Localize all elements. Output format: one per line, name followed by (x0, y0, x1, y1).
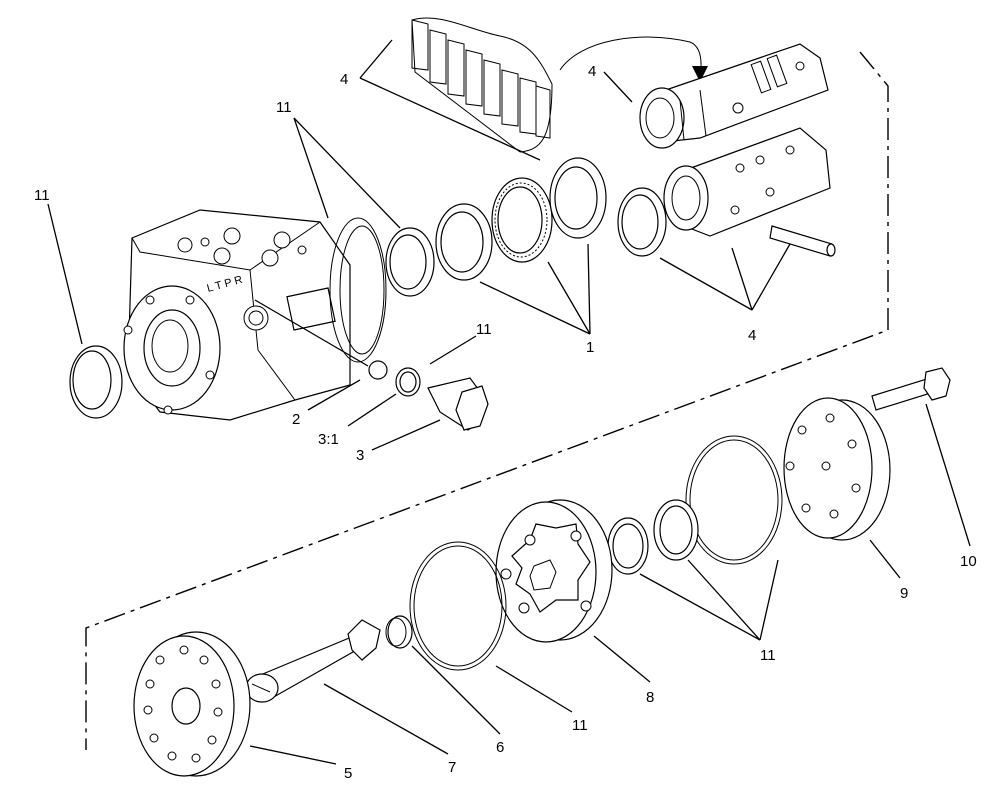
drive-shaft (245, 619, 381, 703)
small-seal-a (653, 499, 699, 561)
callout-3: 3 (356, 447, 364, 464)
cap-screw (871, 367, 951, 411)
callout-8: 8 (646, 689, 654, 706)
callout-4-springs: 4 (340, 71, 348, 88)
callout-11-o-ring: 11 (476, 321, 492, 338)
end-cap (783, 397, 891, 541)
cross-pin (769, 225, 836, 257)
end-cap-o-ring (685, 435, 783, 565)
wear-plate (133, 631, 251, 777)
callout-4-spool: 4 (588, 63, 596, 80)
check-ball (368, 360, 388, 380)
callout-11-left-seal: 11 (34, 187, 50, 204)
callout-11-end-seals: 11 (760, 647, 776, 664)
callout-labels: 11 11 4 4 1 4 11 2 3:1 3 10 9 11 8 11 6 … (34, 63, 977, 782)
callout-3-1: 3:1 (318, 431, 339, 448)
centering-springs (411, 17, 708, 153)
callout-7: 7 (448, 759, 456, 776)
spool-sleeve (663, 127, 831, 237)
callout-9: 9 (900, 585, 908, 602)
callout-10: 10 (960, 553, 977, 570)
spool-upper (639, 43, 829, 149)
seal-ring-b (435, 203, 493, 281)
leader-lines (47, 39, 971, 765)
seal-ring-a (385, 227, 435, 297)
callout-1: 1 (586, 339, 594, 356)
needle-bearing (491, 177, 553, 263)
spacer (385, 615, 413, 649)
seal-ring-left (69, 345, 123, 419)
check-plug (427, 377, 489, 431)
steering-unit-housing: L T P R (123, 209, 351, 421)
gerotor-set (495, 499, 613, 643)
callout-11-housing-seals: 11 (276, 99, 292, 116)
thrust-washer (549, 157, 607, 239)
callout-11-gerotor-ring: 11 (572, 717, 588, 734)
gerotor-o-ring (409, 541, 507, 671)
assembly-center-line (85, 51, 889, 750)
housing-gasket (329, 217, 387, 363)
small-seal-b (607, 517, 649, 575)
callout-2: 2 (292, 411, 300, 428)
spool-seal-ring (617, 187, 667, 257)
callout-6: 6 (496, 739, 504, 756)
callout-4-sleeve: 4 (748, 327, 756, 344)
check-o-ring (395, 367, 421, 397)
callout-5: 5 (344, 765, 352, 782)
